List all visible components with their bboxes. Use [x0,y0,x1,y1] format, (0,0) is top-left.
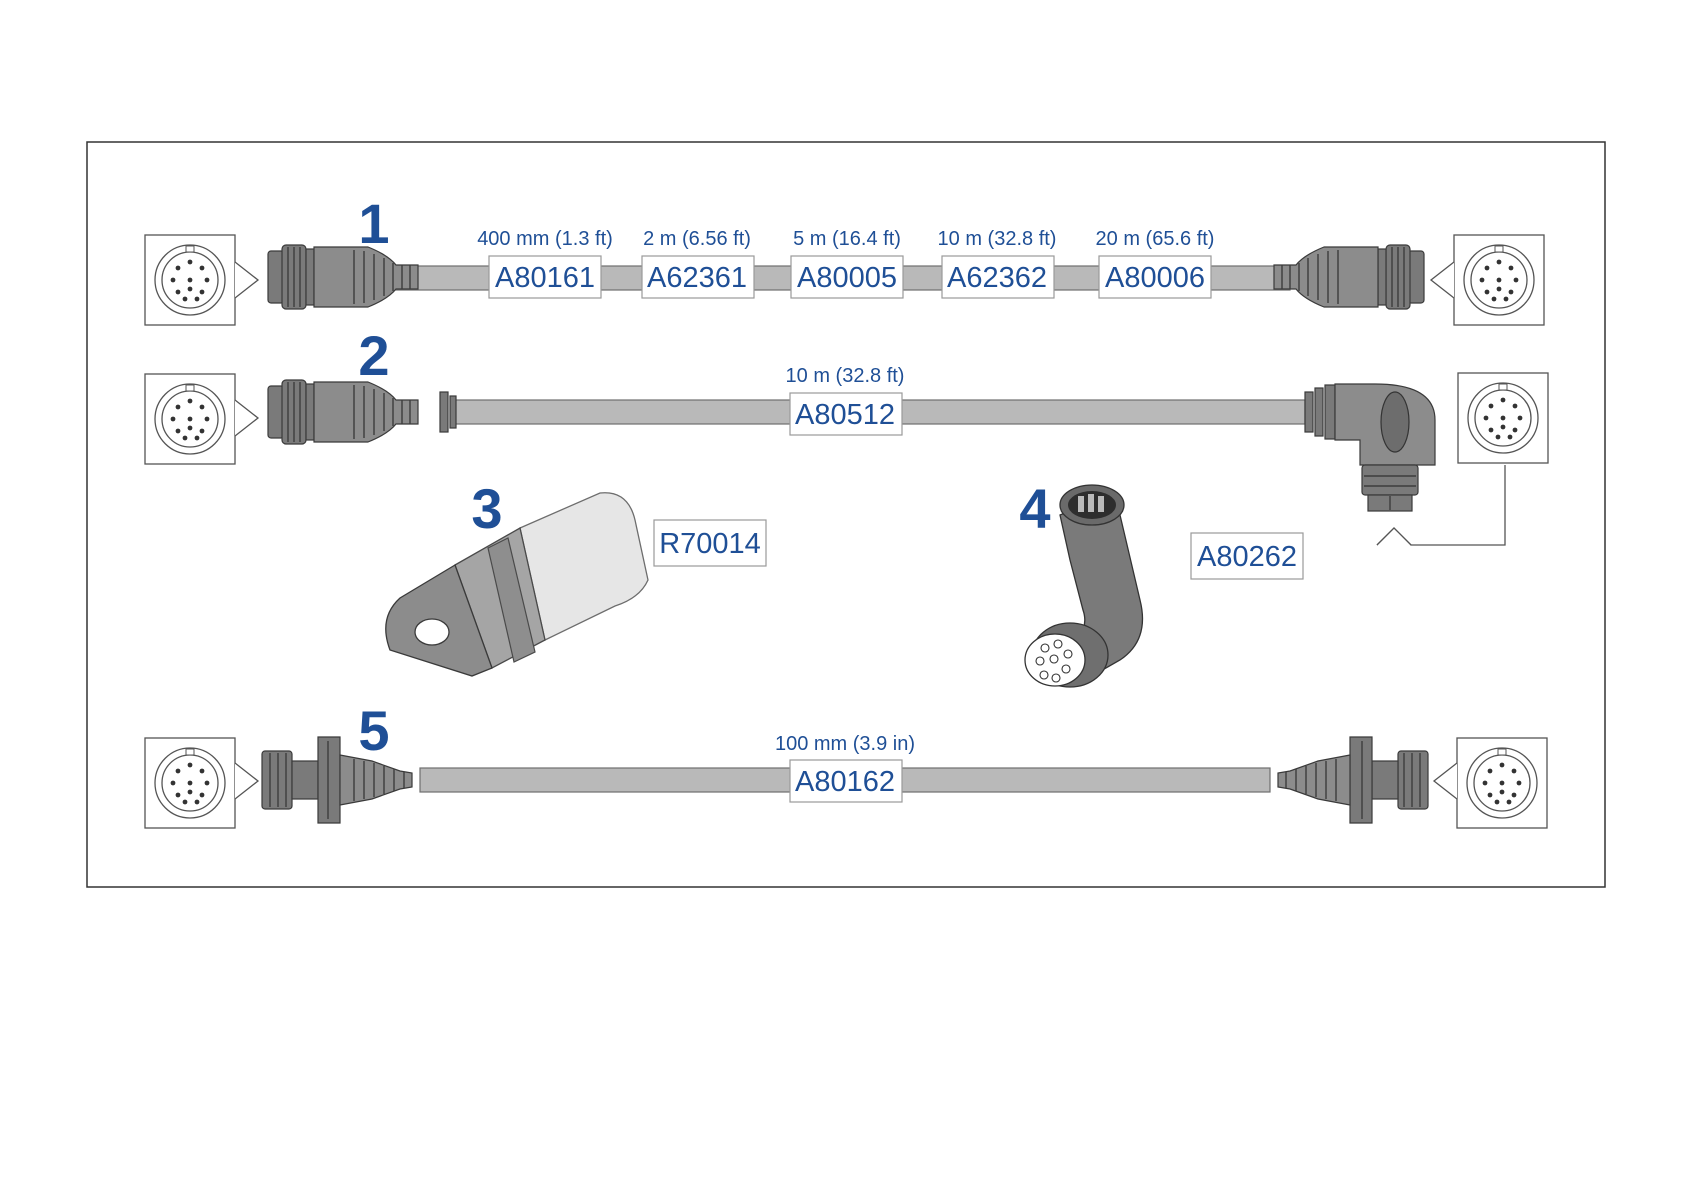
length-label: 400 mm (1.3 ft) [477,228,613,250]
length-label: 20 m (65.6 ft) [1096,228,1215,250]
item-3-variant-1: R70014 [654,520,766,566]
part-number: R70014 [659,528,761,560]
length-label: 2 m (6.56 ft) [643,228,751,250]
item-1-variant-2: 2 m (6.56 ft) A62361 [642,228,754,298]
part-number: A80162 [795,766,895,798]
item-3-terminator-icon [386,493,648,676]
part-number: A80262 [1197,541,1297,573]
item-1-variant-5: 20 m (65.6 ft) A80006 [1096,228,1215,298]
part-number: A80512 [795,399,895,431]
pin-face-icon [145,235,235,325]
item-5-variant-1: 100 mm (3.9 in) A80162 [775,733,915,802]
pin-face-icon [1457,738,1547,828]
part-number: A80005 [797,262,897,294]
length-label: 10 m (32.8 ft) [786,365,905,387]
part-number: A80006 [1105,262,1205,294]
item-1-number: 1 [358,192,389,255]
item-5-number: 5 [358,699,389,762]
item-2-variant-1: 10 m (32.8 ft) A80512 [786,365,905,435]
item-1-variant-4: 10 m (32.8 ft) A62362 [938,228,1057,298]
pin-face-icon [1454,235,1544,325]
length-label: 10 m (32.8 ft) [938,228,1057,250]
part-number: A80161 [495,262,595,294]
part-number: A62362 [947,262,1047,294]
pin-face-icon [145,738,235,828]
item-3-number: 3 [471,477,502,540]
item-4-variant-1: A80262 [1191,533,1303,579]
item-1-variant-1: 400 mm (1.3 ft) A80161 [477,228,613,298]
pin-face-icon [1458,373,1548,463]
part-number: A62361 [647,262,747,294]
pin-face-icon [145,374,235,464]
item-2-number: 2 [358,324,389,387]
item-4-number: 4 [1019,477,1050,540]
length-label: 100 mm (3.9 in) [775,733,915,755]
item-1-variant-3: 5 m (16.4 ft) A80005 [791,228,903,298]
length-label: 5 m (16.4 ft) [793,228,901,250]
